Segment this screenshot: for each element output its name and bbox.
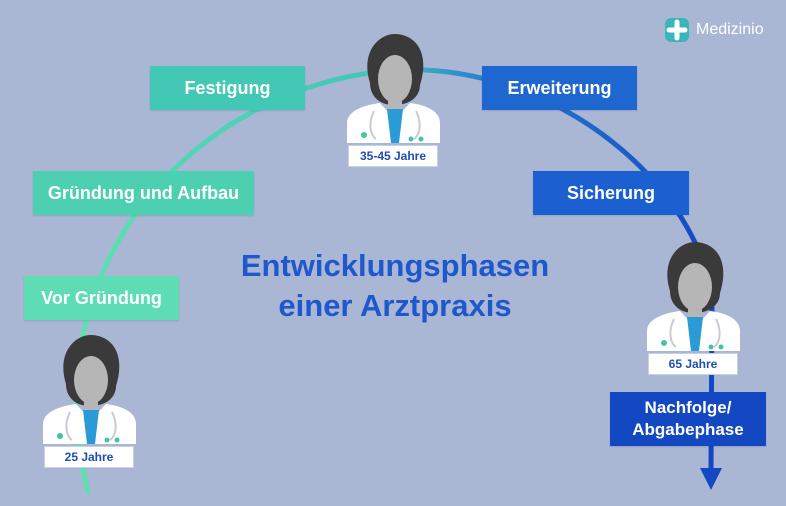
age-label: 25 Jahre bbox=[44, 446, 134, 468]
doctor-avatar-icon bbox=[347, 33, 440, 143]
doctor-figure-35-45: 35-45 Jahre bbox=[346, 31, 442, 167]
medizinio-logo: Medizinio bbox=[664, 17, 764, 43]
logo-text: Medizinio bbox=[696, 21, 764, 38]
title-line-2: einer Arztpraxis bbox=[278, 288, 512, 323]
title-line-1: Entwicklungsphasen bbox=[240, 248, 550, 283]
phase-festigung: Festigung bbox=[150, 66, 305, 110]
age-label: 65 Jahre bbox=[648, 353, 738, 375]
doctor-avatar-icon bbox=[647, 241, 740, 351]
diagram-title: Entwicklungsphasen einer Arztpraxis bbox=[190, 246, 600, 326]
plus-icon bbox=[665, 18, 689, 42]
doctor-figure-25: 25 Jahre bbox=[42, 332, 138, 468]
doctor-avatar-icon bbox=[43, 334, 136, 444]
phase-vor-gruendung: Vor Gründung bbox=[24, 276, 179, 320]
doctor-figure-65: 65 Jahre bbox=[646, 239, 742, 375]
timeline-arrow-head bbox=[700, 468, 722, 490]
age-label: 35-45 Jahre bbox=[348, 145, 438, 167]
phase-sicherung: Sicherung bbox=[533, 171, 689, 215]
phase-gruendung-und-aufbau: Gründung und Aufbau bbox=[33, 171, 254, 215]
phase-nachfolge-abgabephase: Nachfolge/ Abgabephase bbox=[610, 392, 766, 446]
phase-erweiterung: Erweiterung bbox=[482, 66, 637, 110]
